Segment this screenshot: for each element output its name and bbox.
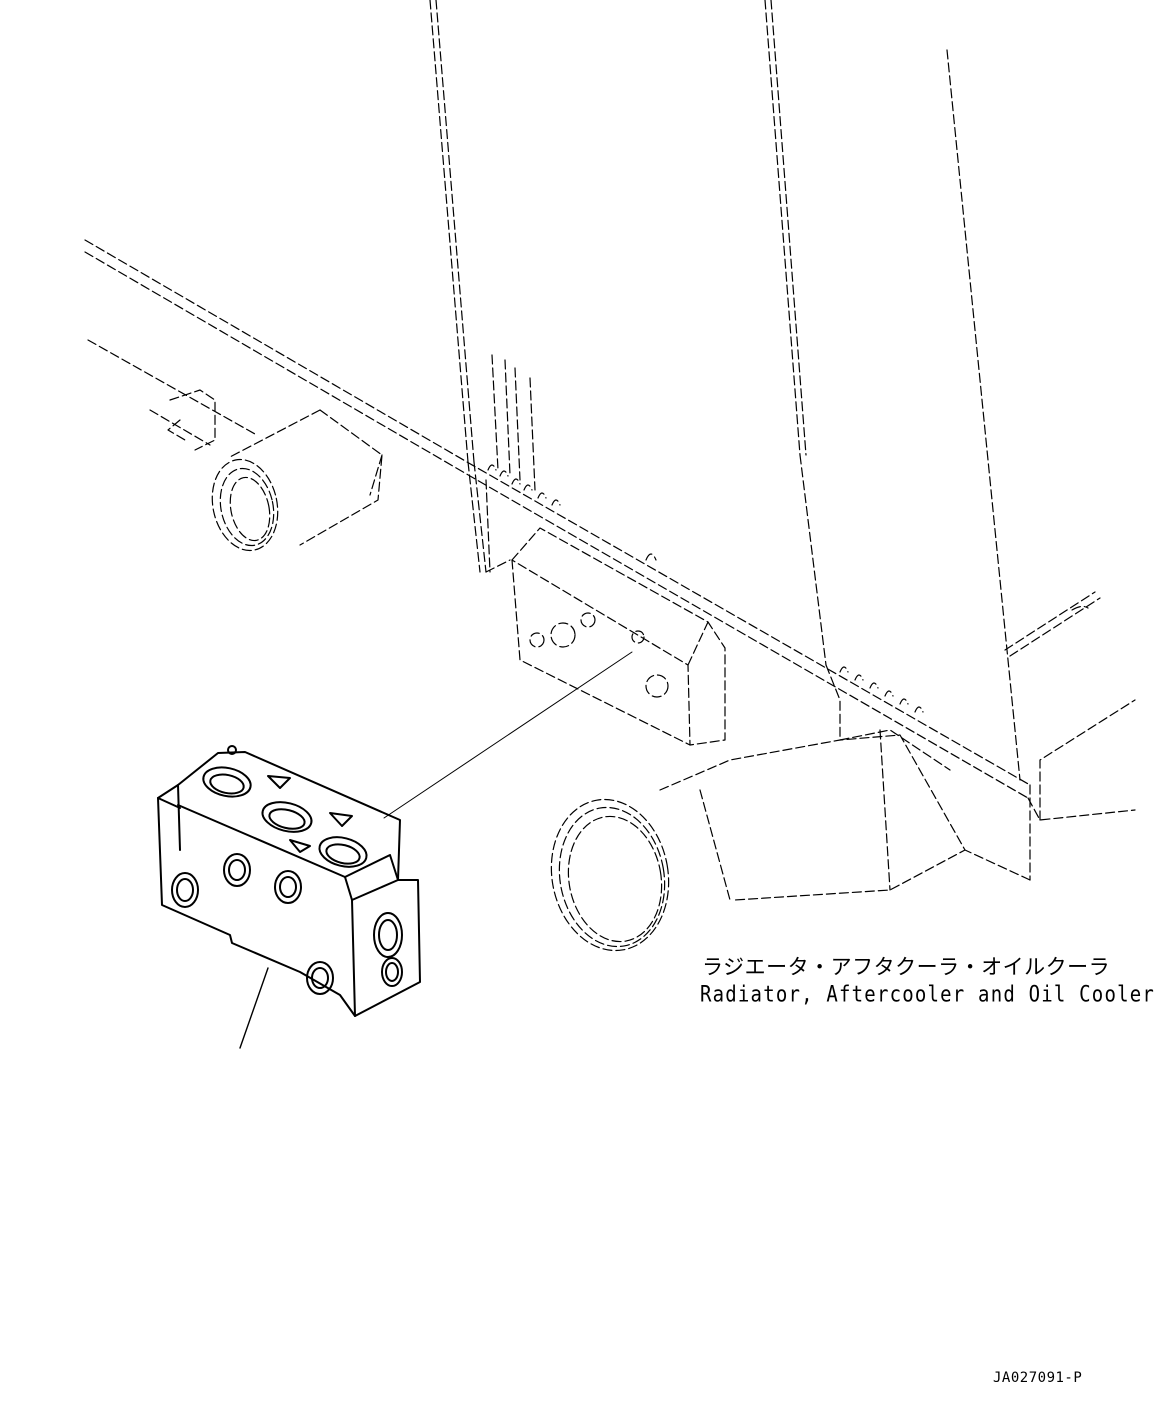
radiator-assembly-outline [84, 0, 1136, 952]
valve-block-part [157, 745, 421, 1017]
leader-line-callout [239, 967, 269, 1049]
assembly-label-japanese: ラジエータ・アフタクーラ・オイルクーラ [702, 955, 1111, 979]
drawing-number: JA027091-P [993, 1370, 1083, 1386]
assembly-label-english: Radiator, Aftercooler and Oil Cooler [700, 981, 1156, 1007]
leader-line-to-pad [383, 651, 633, 819]
